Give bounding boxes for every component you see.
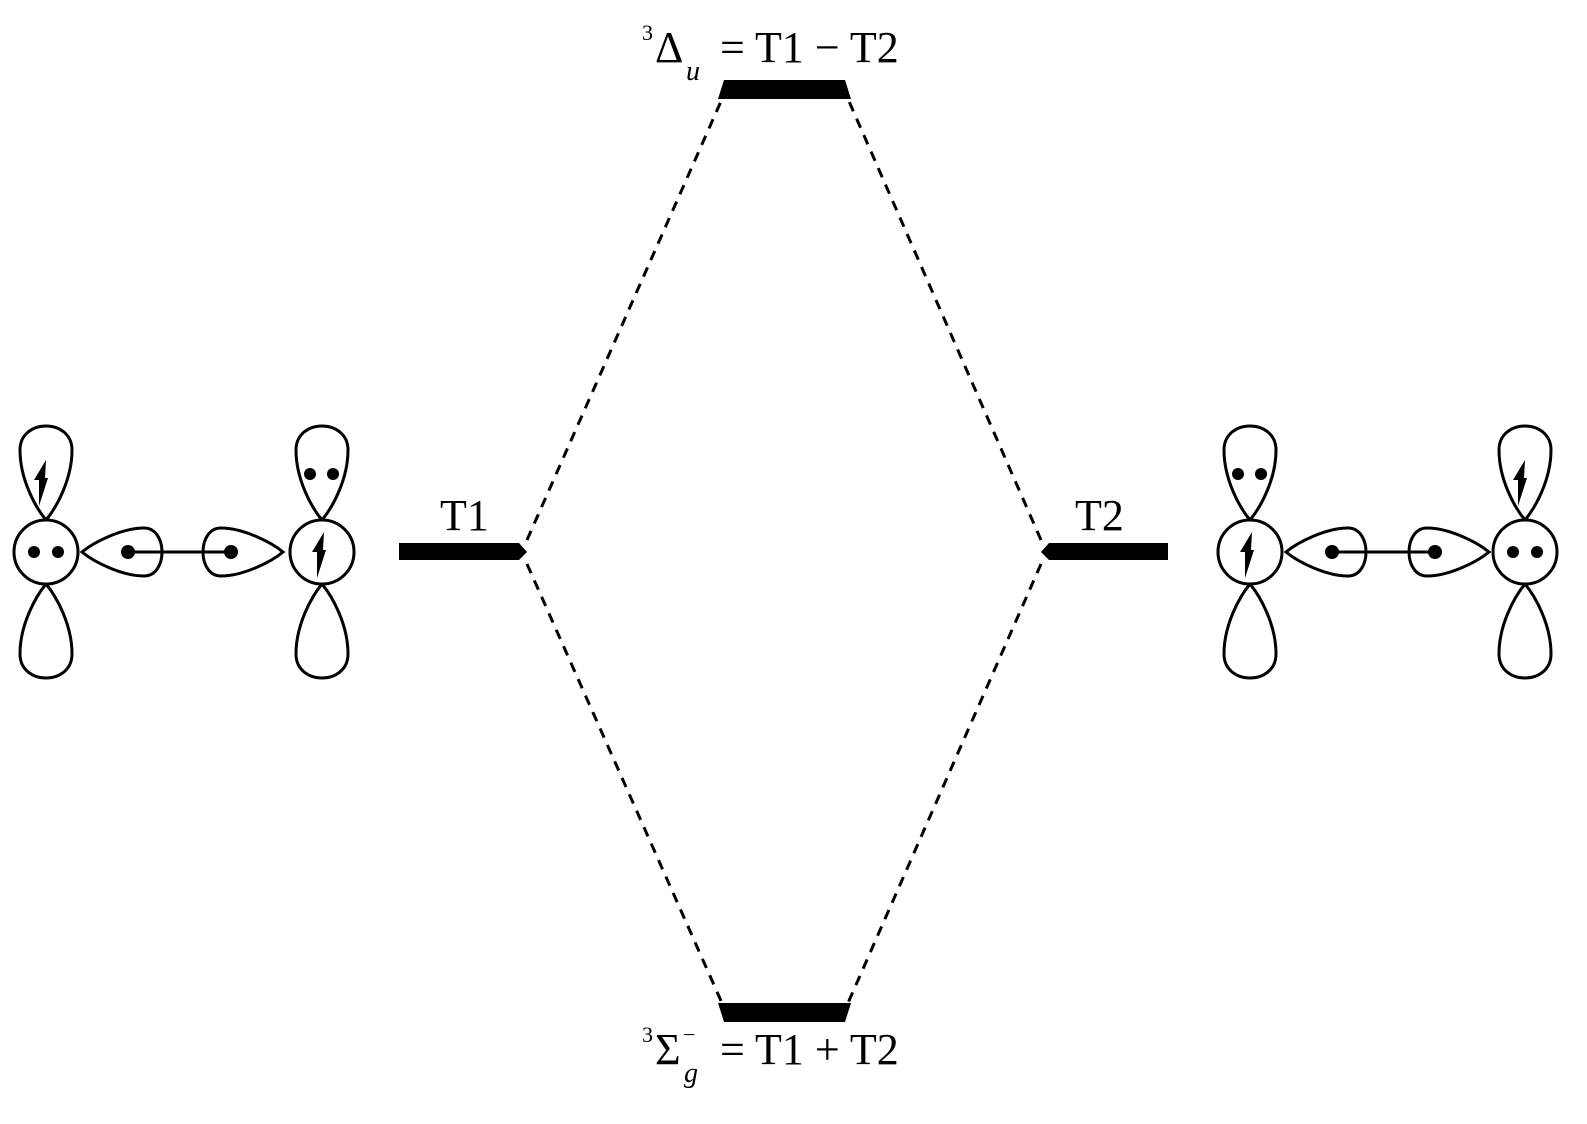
lower-term-symbol: Σ — [655, 1025, 681, 1074]
electron-dot — [1255, 468, 1267, 480]
p-lobe-up — [1497, 424, 1553, 522]
lower-term-expression: = T1 + T2 — [720, 1025, 899, 1074]
electron-dot — [1531, 546, 1543, 558]
upper-term-multiplicity: 3 — [642, 20, 653, 45]
upper-term-subscript: u — [686, 56, 700, 87]
left-atom-b — [288, 424, 356, 680]
electron-dot — [1232, 468, 1244, 480]
p-lobe-up — [18, 424, 74, 522]
t1-energy-level — [399, 543, 527, 560]
electron-dot — [224, 545, 238, 559]
atom-circle — [12, 518, 80, 586]
tie-line-t2-lower — [846, 563, 1043, 1004]
p-lobe-up — [294, 424, 350, 522]
electron-dot — [327, 468, 339, 480]
tie-line-t2-upper — [846, 98, 1043, 541]
upper-term-symbol: Δ — [655, 23, 683, 72]
right-atom-a — [1216, 424, 1284, 680]
right-molecule — [1216, 424, 1559, 680]
lower-term-multiplicity: 3 — [642, 1022, 653, 1047]
p-lobe-down — [1497, 582, 1553, 680]
electron-dot — [1428, 545, 1442, 559]
tie-line-t1-upper — [525, 98, 724, 541]
electron-dot — [1325, 545, 1339, 559]
tie-line-t1-lower — [525, 563, 724, 1004]
electron-dot — [121, 545, 135, 559]
electron-dot — [28, 546, 40, 558]
p-lobe-down — [294, 582, 350, 680]
t2-energy-level — [1041, 543, 1168, 560]
electron-dot — [1507, 546, 1519, 558]
upper-energy-level — [718, 80, 851, 99]
t1-label: T1 — [440, 491, 489, 540]
left-atom-a — [12, 424, 80, 680]
left-molecule — [12, 424, 356, 680]
lower-term-superscript: − — [683, 1022, 695, 1047]
lower-energy-level — [718, 1003, 851, 1022]
upper-term-expression: = T1 − T2 — [720, 23, 899, 72]
electron-dot — [304, 468, 316, 480]
t2-label: T2 — [1075, 491, 1124, 540]
p-lobe-down — [1222, 582, 1278, 680]
p-lobe-up — [1222, 424, 1278, 522]
p-lobe-down — [18, 582, 74, 680]
electron-dot — [52, 546, 64, 558]
atom-circle — [1491, 518, 1559, 586]
lower-term-subscript: g — [684, 1058, 698, 1089]
right-atom-b — [1491, 424, 1559, 680]
